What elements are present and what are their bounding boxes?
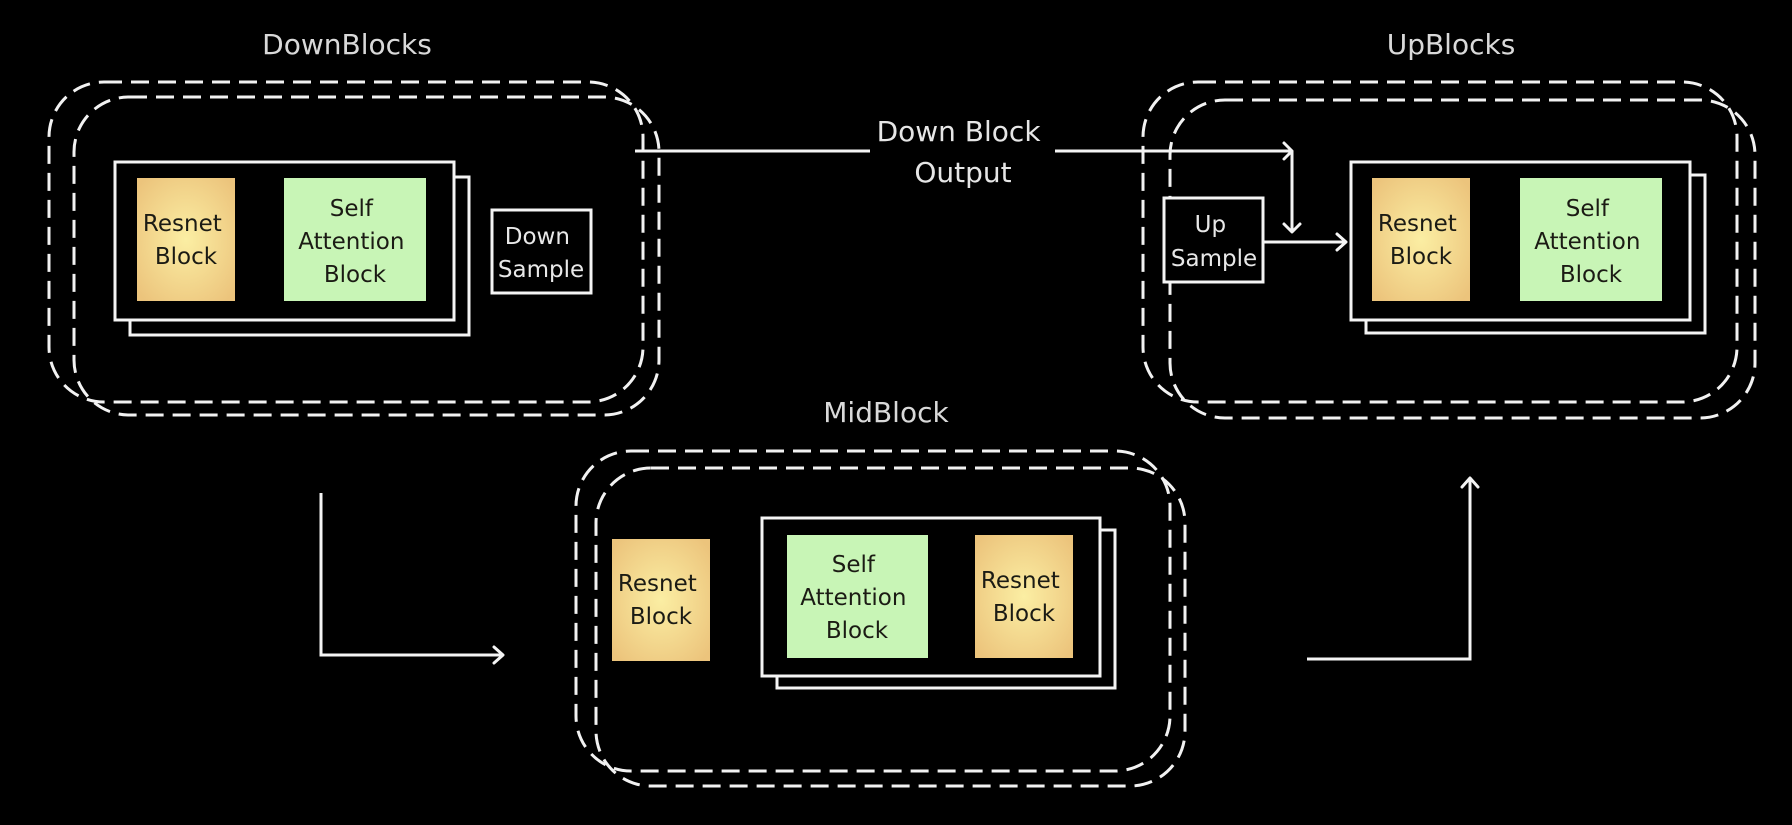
up-resnet-block: Resnet Block — [1372, 178, 1470, 301]
mid-attention-label-line1: Self — [832, 552, 876, 578]
up-sample-label-line1: Up — [1195, 212, 1226, 238]
svg-text:Resnet Block: Resnet Block — [981, 568, 1067, 627]
svg-text:Resnet Block: Resnet Block — [1378, 211, 1464, 270]
mid-resnet1-label-line2: Block — [630, 604, 693, 630]
mid-block-container-shadow — [594, 466, 1187, 788]
skip-connection-label: Down Block Output — [877, 115, 1050, 189]
down-sample-label-line2: Sample — [498, 257, 584, 283]
up-attention-label-line3: Block — [1560, 262, 1623, 288]
down-resnet-label-line1: Resnet — [143, 211, 222, 237]
mid-attention-label-line3: Block — [826, 618, 889, 644]
svg-text:Resnet Block: Resnet Block — [618, 571, 704, 630]
svg-text:Self Attention: Self Attention Block — [298, 196, 411, 288]
svg-text:Down Sample: Down Sample — [498, 224, 584, 283]
down-blocks-container — [47, 80, 645, 404]
skip-label-line2: Output — [914, 156, 1011, 189]
up-attention-label-line2: Attention — [1534, 229, 1640, 255]
up-attention-label-line1: Self — [1566, 196, 1610, 222]
down-blocks-container-shadow — [72, 95, 661, 417]
down-to-mid-arrow — [319, 493, 505, 665]
down-sample-label-line1: Down — [505, 224, 570, 250]
skip-connection-arrow: Down Block Output — [635, 115, 1302, 234]
svg-text:Up Sample: Up Sample — [1171, 212, 1257, 272]
up-blocks-group: UpBlocks Resnet Block Self Attention Blo… — [1141, 28, 1757, 420]
mid-resnet2-label-line1: Resnet — [981, 568, 1060, 594]
down-sample-block: Down Sample — [490, 208, 593, 295]
mid-block-title: MidBlock — [823, 396, 949, 429]
mid-attention-block: Self Attention Block — [787, 535, 928, 658]
mid-to-up-arrow — [1307, 476, 1480, 661]
svg-text:Resnet Block: Resnet Block — [143, 211, 229, 270]
down-attention-label-line1: Self — [330, 196, 374, 222]
mid-resnet1-label-line1: Resnet — [618, 571, 697, 597]
mid-block-group: MidBlock Resnet Block Self Attention Blo… — [574, 396, 1187, 788]
mid-block-container — [574, 449, 1172, 773]
down-attention-block: Self Attention Block — [284, 178, 426, 301]
up-sample-block: Up Sample — [1162, 196, 1265, 284]
mid-resnet2-label-line2: Block — [993, 601, 1056, 627]
up-blocks-container — [1141, 80, 1739, 404]
mid-resnet-block-first: Resnet Block — [612, 539, 710, 661]
down-blocks-title: DownBlocks — [262, 28, 432, 61]
mid-resnet-block-second: Resnet Block — [975, 535, 1073, 658]
mid-attention-label-line2: Attention — [800, 585, 906, 611]
down-attention-label-line2: Attention — [298, 229, 404, 255]
down-resnet-label-line2: Block — [155, 244, 218, 270]
up-resnet-label-line1: Resnet — [1378, 211, 1457, 237]
up-attention-block: Self Attention Block — [1520, 178, 1662, 301]
svg-text:Self Attention: Self Attention Block — [800, 552, 913, 644]
upsample-to-resnet-arrow — [1263, 232, 1348, 252]
skip-label-line1: Down Block — [877, 115, 1042, 148]
up-blocks-title: UpBlocks — [1387, 28, 1516, 61]
down-attention-label-line3: Block — [324, 262, 387, 288]
up-sample-label-line2: Sample — [1171, 246, 1257, 272]
down-resnet-block: Resnet Block — [137, 178, 235, 301]
svg-text:Self Attention: Self Attention Block — [1534, 196, 1647, 288]
down-blocks-group: DownBlocks Resnet Block Self Attention B… — [47, 28, 661, 417]
up-resnet-label-line2: Block — [1390, 244, 1453, 270]
